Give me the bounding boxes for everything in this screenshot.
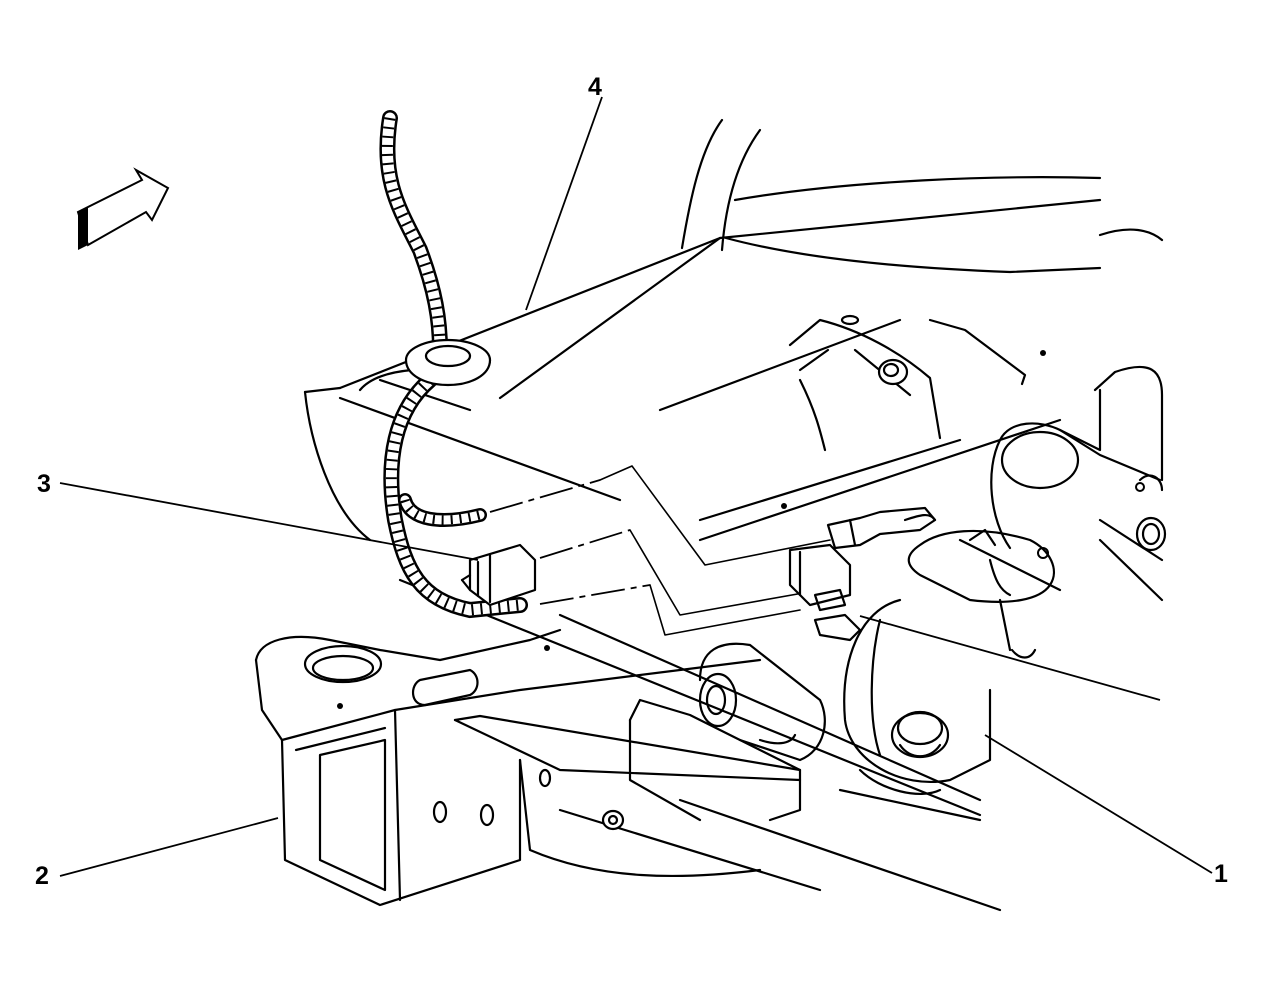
hitch-receiver [254, 628, 1002, 912]
body-floor-pan [680, 118, 1164, 492]
brake-controller-connector [788, 506, 937, 642]
axle-tube-left [698, 642, 826, 762]
callout-leaders [59, 96, 1213, 877]
callout-2: 2 [35, 862, 49, 890]
axle-housing [990, 388, 1167, 602]
forward-arrow-icon [76, 167, 170, 250]
callout-1: 1 [1214, 860, 1228, 888]
harness-connector [460, 543, 537, 607]
nut-icon [601, 809, 625, 831]
bolt-head-icon [877, 358, 909, 386]
callout-4: 4 [588, 73, 602, 101]
harness-clip-bracket [907, 528, 1062, 659]
lower-frame-edge [398, 578, 982, 817]
callout-3: 3 [37, 470, 51, 498]
upper-bracket [788, 314, 1027, 452]
differential-cover [843, 598, 992, 795]
connector-routing-lines [489, 465, 831, 636]
wiring-harness [379, 110, 528, 619]
grommet [404, 338, 492, 387]
